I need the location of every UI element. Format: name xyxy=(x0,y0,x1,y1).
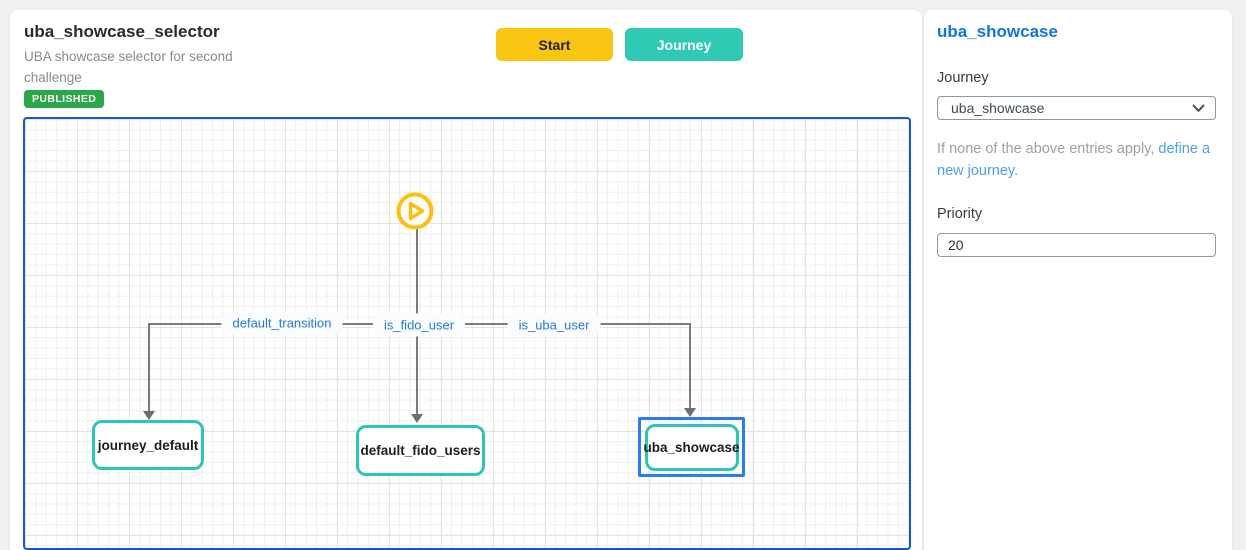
priority-field-label: Priority xyxy=(937,206,983,222)
start-node[interactable] xyxy=(395,191,435,231)
page-title: uba_showcase_selector xyxy=(24,22,220,41)
journey-select-value: uba_showcase xyxy=(951,100,1045,116)
chevron-down-icon xyxy=(1192,104,1205,112)
properties-panel: uba_showcase Journey uba_showcase If non… xyxy=(924,10,1232,550)
flow-editor-card: uba_showcase_selector UBA showcase selec… xyxy=(10,10,922,550)
node-uba-showcase-selection[interactable]: uba_showcase xyxy=(638,417,745,477)
start-button[interactable]: Start xyxy=(496,28,613,61)
node-default-fido-users[interactable]: default_fido_users xyxy=(356,425,485,476)
node-journey-default[interactable]: journey_default xyxy=(92,420,204,470)
arrowhead-right xyxy=(684,408,696,417)
play-icon xyxy=(396,192,434,230)
journey-select[interactable]: uba_showcase xyxy=(937,96,1216,120)
panel-title: uba_showcase xyxy=(937,22,1058,41)
edge-label-default-transition[interactable]: default_transition xyxy=(221,311,343,335)
journey-field-label: Journey xyxy=(937,70,989,86)
node-uba-showcase[interactable]: uba_showcase xyxy=(643,423,740,471)
define-new-journey-link[interactable]: define a new journey. xyxy=(937,141,1211,179)
journey-button[interactable]: Journey xyxy=(625,28,743,61)
journey-hint: If none of the above entries apply, defi… xyxy=(937,138,1223,182)
edge-label-is-uba-user[interactable]: is_uba_user xyxy=(507,313,601,337)
edge-label-is-fido-user[interactable]: is_fido_user xyxy=(372,313,466,337)
status-badge: PUBLISHED xyxy=(24,90,105,108)
journey-hint-text: If none of the above entries apply, xyxy=(937,141,1159,157)
edge-line-right xyxy=(689,323,691,409)
priority-input[interactable] xyxy=(937,233,1216,257)
edge-line-left xyxy=(148,323,150,412)
arrowhead-left xyxy=(143,411,155,420)
arrowhead-center xyxy=(411,414,423,423)
flow-canvas-grid[interactable]: default_transition is_fido_user is_uba_u… xyxy=(23,117,911,550)
page-description: UBA showcase selector for second challen… xyxy=(24,49,233,85)
